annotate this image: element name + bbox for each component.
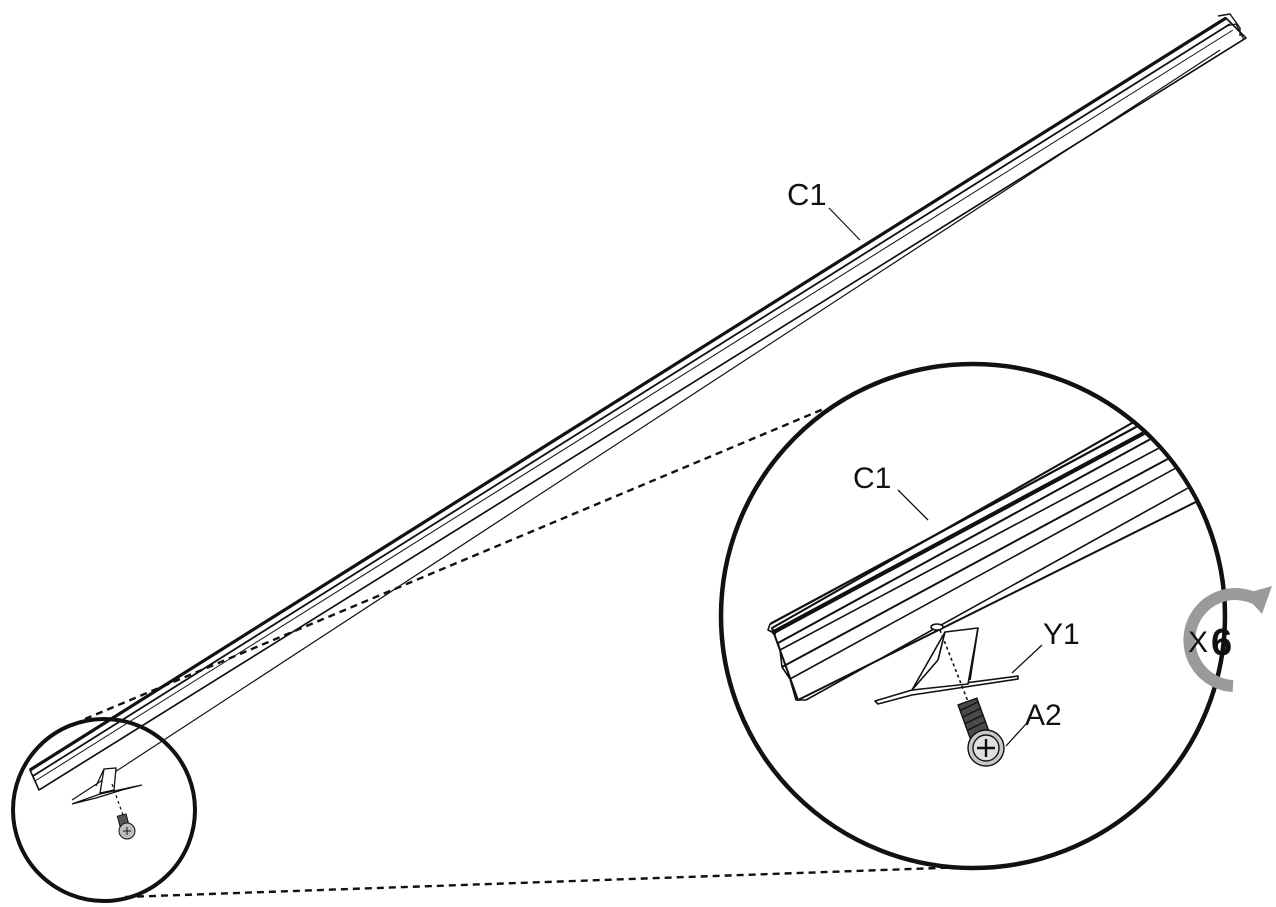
label-c1-zoom-text: C1 <box>853 462 891 495</box>
arrow-head-icon <box>1244 586 1272 614</box>
circular-arrow-icon <box>1183 588 1261 692</box>
label-c1-main: C1 <box>787 177 861 241</box>
label-c1-main-text: C1 <box>787 177 827 212</box>
bracket-y1 <box>874 623 1019 705</box>
phillips-screw-icon <box>116 813 136 840</box>
rail-c1 <box>29 13 1247 801</box>
label-a2-text: A2 <box>1025 699 1062 732</box>
label-c1-zoom: C1 <box>853 462 929 521</box>
repeat-prefix: X <box>1188 626 1208 659</box>
phillips-screw-icon <box>957 697 1005 767</box>
repeat-indicator: X 6 <box>1183 586 1272 692</box>
zoom-detail-circle: C1 Y1 A2 <box>718 361 1228 871</box>
bracket-y1-small <box>71 767 143 805</box>
small-detail-circle <box>11 717 197 903</box>
repeat-count: 6 <box>1211 622 1232 664</box>
zoom-connectors <box>84 406 968 899</box>
label-y1-text: Y1 <box>1043 618 1080 651</box>
label-a2: A2 <box>1005 699 1062 747</box>
label-y1: Y1 <box>1011 618 1080 674</box>
rail-c1-zoom <box>767 389 1223 701</box>
